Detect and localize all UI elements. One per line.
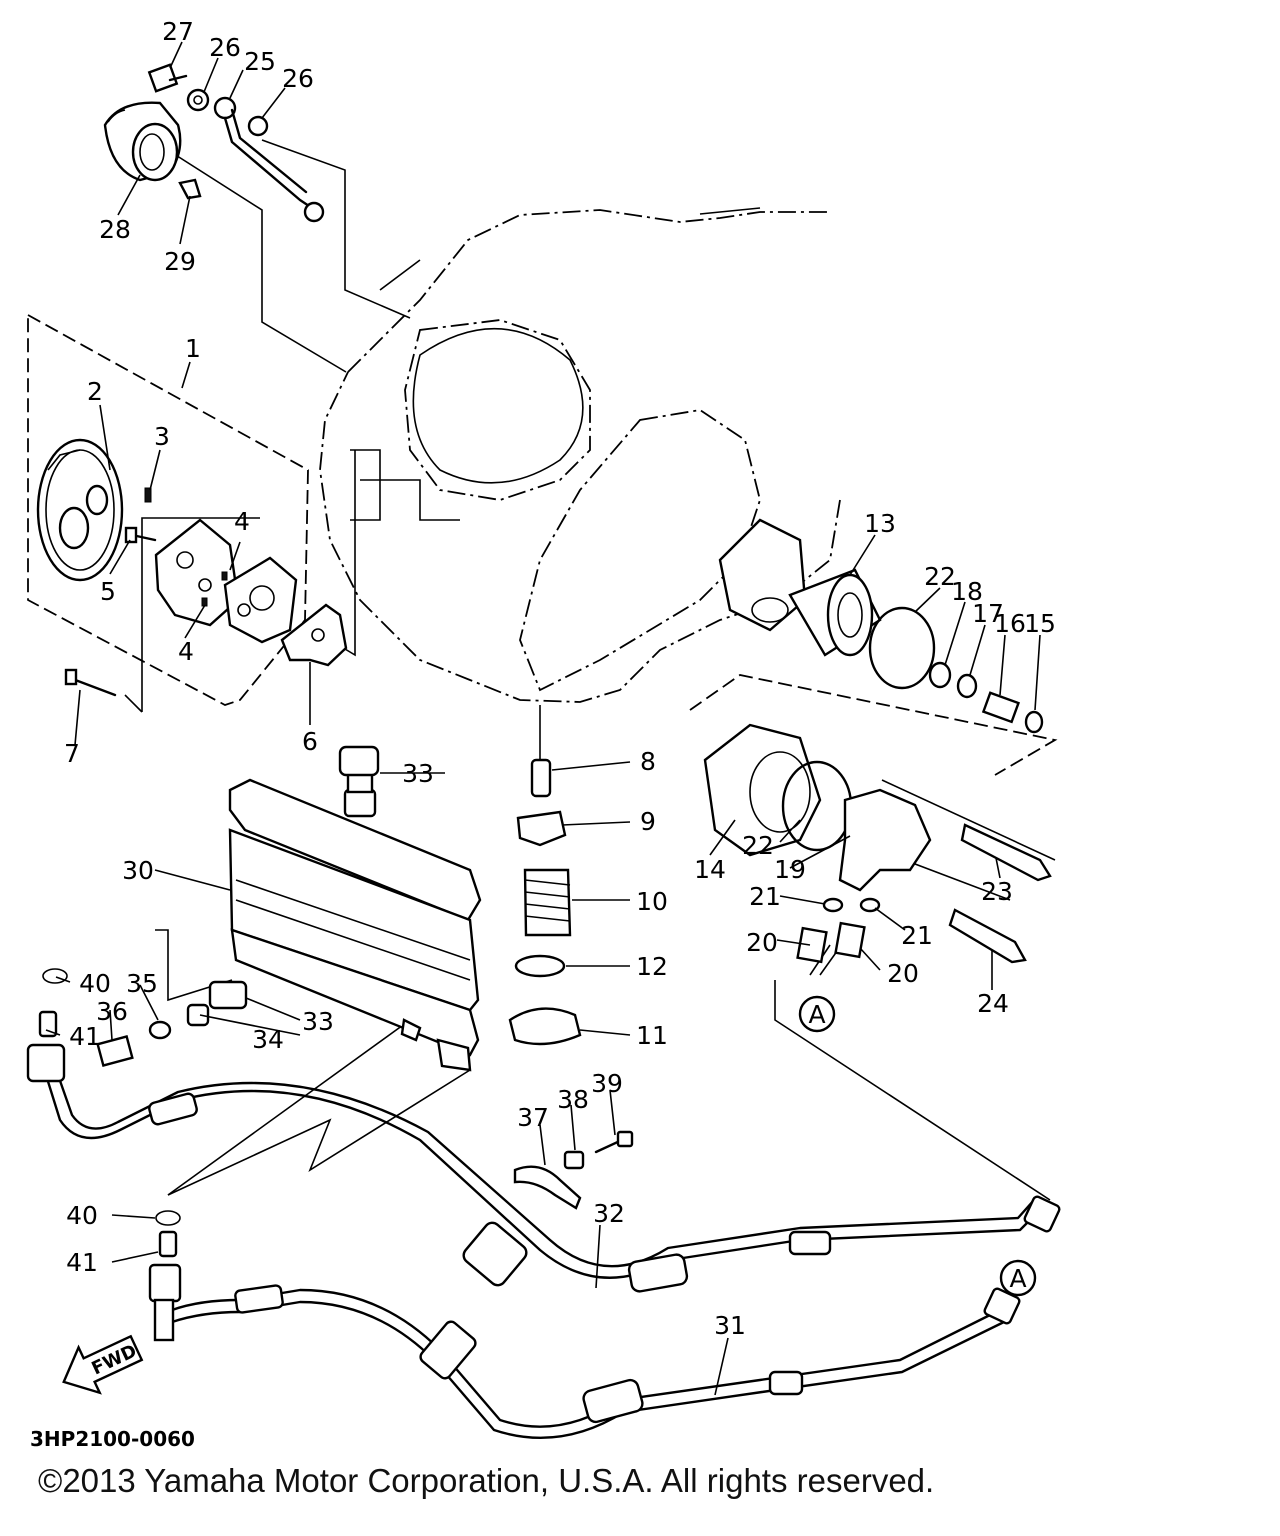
callout-12: 12 [636, 952, 668, 981]
callout-33: 33 [402, 759, 434, 788]
callout-20: 20 [746, 928, 778, 957]
oil-hoses [26, 968, 1061, 1439]
callout-22: 22 [742, 831, 774, 860]
callout-30: 30 [122, 856, 154, 885]
callout-26: 26 [282, 64, 314, 93]
callout-14: 14 [694, 855, 726, 884]
callout-6: 6 [302, 727, 318, 756]
callout-13: 13 [864, 509, 896, 538]
oil-filter-assembly [703, 518, 1052, 964]
reference-marker-a: A A [798, 995, 1037, 1297]
callout-1: 1 [185, 334, 201, 363]
callout-numbers: 27 26 25 26 28 29 1 2 3 4 5 4 6 7 13 22 … [64, 17, 1056, 1340]
callout-36: 36 [96, 997, 128, 1026]
callout-15: 15 [1024, 609, 1056, 638]
callout-21: 21 [749, 882, 781, 911]
callout-32: 32 [593, 1199, 625, 1228]
callout-34: 34 [252, 1025, 284, 1054]
callout-5: 5 [100, 577, 116, 606]
callout-9: 9 [640, 807, 656, 836]
oil-cooler [96, 745, 482, 1072]
callout-25: 25 [244, 47, 276, 76]
fwd-arrow-icon: FWD [62, 1334, 144, 1395]
callout-22: 22 [924, 562, 956, 591]
callout-39: 39 [591, 1069, 623, 1098]
oil-pump-assembly [36, 438, 348, 697]
callout-2: 2 [87, 377, 103, 406]
callout-11: 11 [636, 1021, 668, 1050]
crankcase-cover [319, 207, 841, 703]
callout-19: 19 [774, 855, 806, 884]
callout-24: 24 [977, 989, 1009, 1018]
ref-marker-label: A [808, 1000, 825, 1029]
callout-40: 40 [79, 969, 111, 998]
callout-21: 21 [901, 921, 933, 950]
hose-clamp [513, 1130, 634, 1210]
callout-20: 20 [887, 959, 919, 988]
callout-16: 16 [994, 609, 1026, 638]
callout-23: 23 [981, 877, 1013, 906]
relief-valve-stack [508, 758, 582, 1046]
callout-18: 18 [951, 577, 983, 606]
callout-26: 26 [209, 33, 241, 62]
assembly-boxes [27, 313, 1058, 776]
callout-38: 38 [557, 1085, 589, 1114]
ref-marker-label: A [1009, 1264, 1026, 1293]
upper-bolt-assembly [103, 63, 325, 223]
copyright-notice: ©2013 Yamaha Motor Corporation, U.S.A. A… [38, 1462, 935, 1499]
callout-37: 37 [517, 1103, 549, 1132]
callout-33: 33 [302, 1007, 334, 1036]
callout-27: 27 [162, 17, 194, 46]
callout-41: 41 [69, 1022, 101, 1051]
callout-10: 10 [636, 887, 668, 916]
callout-leaders [45, 41, 1041, 1396]
callout-4: 4 [178, 637, 194, 666]
callout-17: 17 [972, 599, 1004, 628]
callout-8: 8 [640, 747, 656, 776]
callout-7: 7 [64, 739, 80, 768]
callout-3: 3 [154, 422, 170, 451]
callout-4: 4 [234, 507, 250, 536]
diagram-code: 3HP2100-0060 [30, 1427, 195, 1451]
callout-41: 41 [66, 1248, 98, 1277]
callout-31: 31 [714, 1311, 746, 1340]
callout-28: 28 [99, 215, 131, 244]
callout-40: 40 [66, 1201, 98, 1230]
callout-29: 29 [164, 247, 196, 276]
callout-35: 35 [126, 969, 158, 998]
